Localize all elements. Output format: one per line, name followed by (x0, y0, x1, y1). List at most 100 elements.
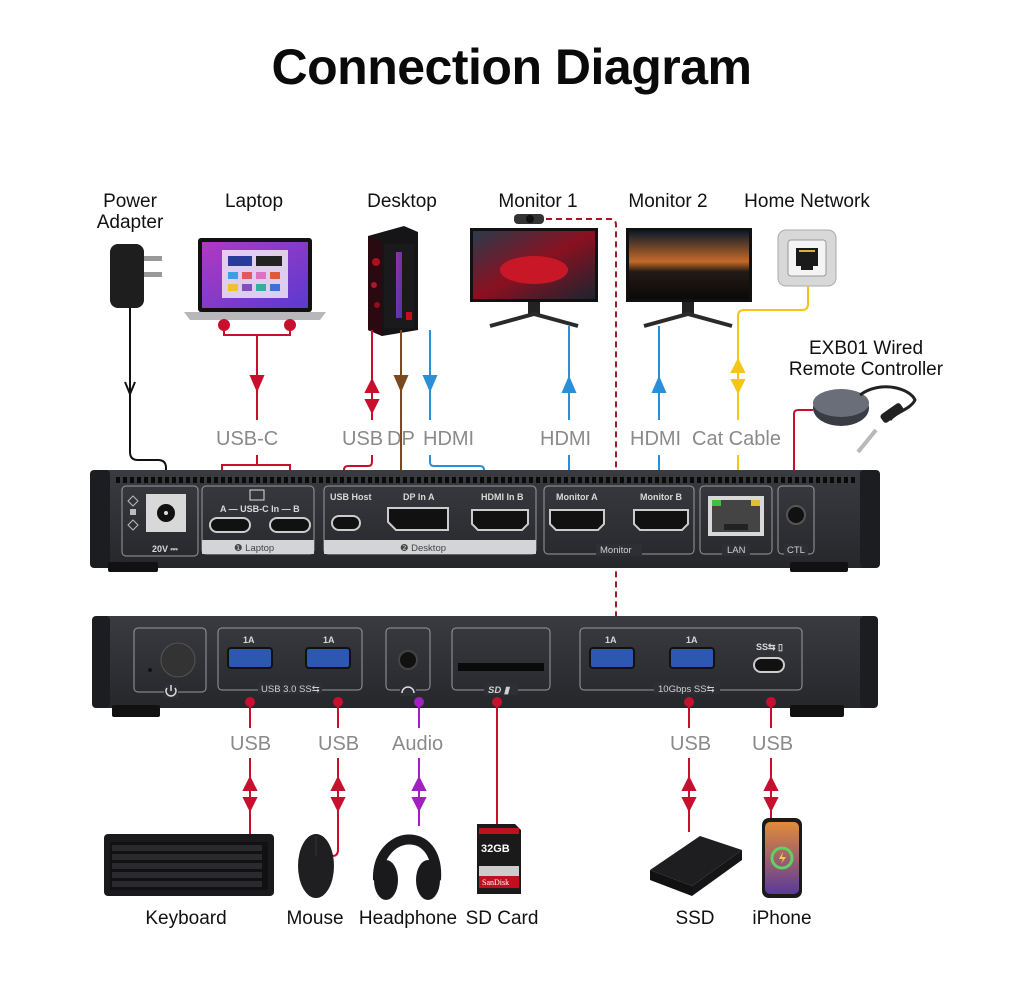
rear-label-hdmi-in-b: HDMI In B (481, 492, 524, 502)
port-sd-slot (458, 663, 544, 671)
front-group-10gbps: 10Gbps SS⇆ (658, 684, 715, 695)
rear-group-monitor: Monitor (600, 545, 632, 556)
rear-label-20v: 20V ⎓ (152, 544, 179, 554)
desktop-tower-icon (368, 226, 418, 336)
cable-hdmi-monitor-1 (561, 326, 577, 491)
keyboard-icon (104, 834, 274, 896)
front-label-usb3-a-1a: 1A (243, 635, 255, 645)
rear-group-desktop: ❷ Desktop (400, 543, 446, 554)
cable-hdmi-desktop (422, 330, 489, 491)
sd-card-capacity: 32GB (481, 843, 510, 855)
port-displayport (387, 507, 449, 531)
label-monitor-1: Monitor 1 (498, 191, 578, 212)
dock-front-panel: 1A 1A USB 3.0 SS⇆ SD ▮ 1A 1A SS⇆ ▯ 10Gbp… (92, 616, 878, 717)
cable-label-usb-keyboard: USB (230, 733, 272, 755)
cable-label-hdmi-desktop: HDMI (423, 428, 475, 450)
label-remote-controller: EXB01 Wired Remote Controller (778, 338, 954, 380)
sd-card-icon: 32GB SanDisk (477, 824, 521, 894)
label-laptop: Laptop (224, 191, 284, 212)
port-usb3-b (305, 647, 351, 669)
sd-card-brand: SanDisk (482, 878, 509, 887)
cable-label-usb-mouse: USB (318, 733, 360, 755)
diagram-title: Connection Diagram (271, 39, 752, 95)
port-usb3-a (227, 647, 273, 669)
label-power-line2: Adapter (96, 212, 164, 233)
power-led-icon (148, 668, 152, 672)
cable-usb-c-laptop (217, 319, 296, 490)
dock-rear-panel: 20V ⎓ A — USB-C In — B ❶ Laptop USB Host… (90, 470, 880, 572)
rear-label-usbc-in: A — USB-C In — B (220, 504, 300, 514)
port-usb10-a (589, 647, 635, 669)
cable-audio-headphone (411, 697, 427, 826)
mouse-icon (298, 834, 334, 898)
cable-cat-lan (730, 286, 809, 491)
cable-label-cat: Cat Cable (692, 428, 781, 450)
monitor-2-icon (626, 228, 752, 328)
front-label-sd: SD ▮ (488, 685, 511, 696)
headphone-icon (372, 834, 442, 900)
port-usbc-in-b (269, 517, 311, 533)
headphone-symbol-icon (400, 684, 416, 696)
cable-usb-desktop (339, 330, 380, 490)
cable-usb-iphone (763, 697, 779, 818)
cable-label-usb-c: USB-C (216, 428, 279, 450)
cable-label-usb-ssd: USB (670, 733, 712, 755)
rear-group-laptop: ❶ Laptop (234, 543, 274, 554)
rear-label-ctl: CTL (787, 545, 805, 556)
port-hdmi-in-b (471, 509, 529, 531)
cable-label-audio: Audio (392, 733, 444, 755)
label-ssd: SSD (675, 908, 715, 929)
rear-label-dp-in-a: DP In A (403, 492, 435, 502)
cable-sd-card (492, 697, 502, 824)
label-sd-card: SD Card (465, 908, 539, 929)
front-label-usb3-b-1a: 1A (323, 635, 335, 645)
port-usbc-front (753, 657, 785, 673)
port-audio-jack (398, 650, 418, 670)
monitor-1-icon (470, 214, 598, 328)
label-monitor-2: Monitor 2 (628, 191, 708, 212)
cable-usb-keyboard (242, 697, 258, 834)
cable-label-hdmi-monitor1: HDMI (540, 428, 592, 450)
label-remote-line2: Remote Controller (788, 359, 944, 380)
power-symbol-icon (164, 684, 178, 698)
cable-hdmi-monitor-2 (651, 326, 667, 491)
rear-label-monitor-a: Monitor A (556, 492, 598, 502)
cable-usb-ssd (681, 697, 697, 832)
rear-label-lan: LAN (727, 545, 746, 556)
cable-label-hdmi-monitor2: HDMI (630, 428, 682, 450)
port-usbc-in-a (209, 517, 251, 533)
port-hdmi-monitor-b (633, 509, 689, 531)
cable-label-usb-iphone: USB (752, 733, 794, 755)
label-mouse: Mouse (286, 908, 344, 929)
port-usb10-b (669, 647, 715, 669)
wired-remote-controller-icon (813, 385, 917, 454)
label-iphone: iPhone (752, 908, 812, 929)
label-power-line1: Power (103, 191, 157, 212)
port-hdmi-monitor-a (549, 509, 605, 531)
cable-usb-mouse (330, 697, 346, 857)
label-headphone: Headphone (358, 908, 458, 929)
port-ctl-jack (786, 505, 806, 525)
rear-label-monitor-b: Monitor B (640, 492, 682, 502)
label-power-adapter: Power Adapter (90, 191, 170, 233)
front-label-usb10-b-1a: 1A (686, 635, 698, 645)
laptop-icon (184, 238, 326, 320)
rear-label-usb-host: USB Host (330, 492, 372, 502)
label-keyboard: Keyboard (145, 908, 227, 929)
cable-dp-desktop (393, 330, 409, 491)
ethernet-wall-jack-icon (777, 229, 837, 287)
front-group-usb3: USB 3.0 SS⇆ (261, 684, 320, 695)
port-usb-host (331, 515, 361, 531)
cable-label-usb-desktop: USB (342, 428, 384, 450)
label-home-network: Home Network (744, 191, 870, 212)
power-button[interactable] (160, 642, 196, 678)
front-label-usbc-pd: SS⇆ ▯ (756, 642, 783, 652)
label-desktop: Desktop (367, 191, 437, 212)
cable-webcam-dashed (546, 218, 617, 620)
cable-power (124, 322, 171, 491)
front-label-usb10-a-1a: 1A (605, 635, 617, 645)
power-adapter-icon (110, 244, 162, 322)
label-remote-line1: EXB01 Wired (808, 338, 924, 359)
iphone-icon (762, 818, 802, 898)
